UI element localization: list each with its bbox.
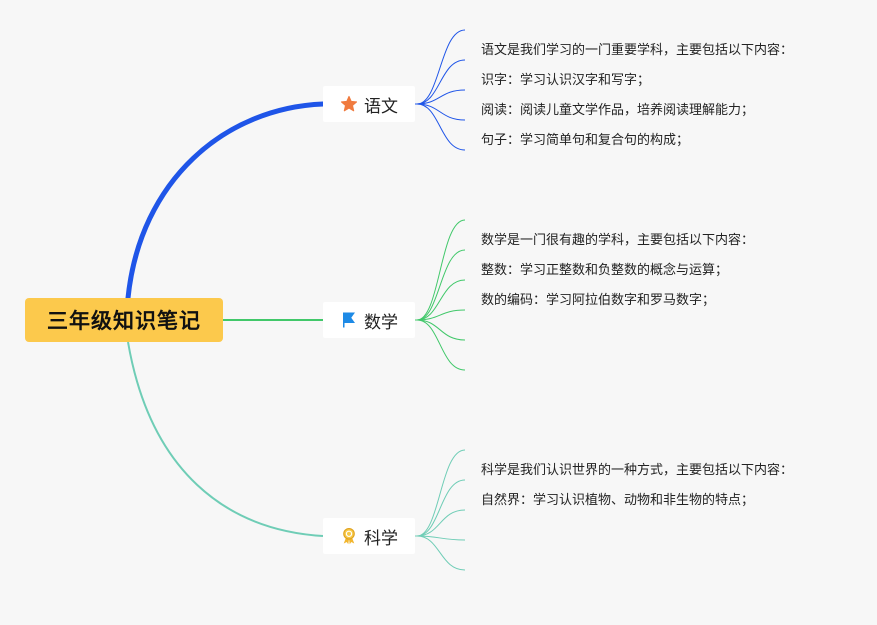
central-topic[interactable]: 三年级知识笔记 [25,298,223,342]
leaf-text[interactable]: 阅读：阅读儿童文学作品，培养阅读理解能力； [481,103,755,118]
root-link-chinese [125,101,326,301]
leaf-connector [416,319,466,341]
leaf-connector [416,103,466,151]
leaf-connector [416,449,466,537]
leaf-connector [416,535,466,571]
leaf-text[interactable]: 语文是我们学习的一门重要学科，主要包括以下内容： [481,43,794,58]
leaf-text[interactable]: 数学是一门很有趣的学科，主要包括以下内容： [481,233,755,248]
leaf-links-chinese [415,29,466,151]
leaf-links-math [415,219,466,371]
topic-science[interactable]: 科学 [323,518,415,554]
medal-icon [343,527,355,545]
leaf-connector [416,89,466,105]
topic-label: 数学 [364,312,398,333]
star-icon [340,95,358,112]
leaf-connector [416,319,466,371]
topic-chinese[interactable]: 语文 [323,86,415,122]
leaf-connector [416,309,466,321]
leaf-connector [416,59,466,105]
leaf-connector [416,479,466,537]
leaf-connector [416,535,466,541]
leaf-text[interactable]: 句子：学习简单句和复合句的构成； [481,133,690,148]
leaf-connector [416,29,466,105]
leaf-connector [416,279,466,321]
topic-label: 语文 [364,96,398,117]
topic-label: 科学 [364,528,398,549]
leaf-connector [416,219,466,321]
leaf-connector [416,103,466,121]
topic-math[interactable]: 数学 [323,302,415,338]
leaf-text[interactable]: 科学是我们认识世界的一种方式，主要包括以下内容： [481,463,794,478]
central-topic-label: 三年级知识笔记 [47,309,201,333]
leaf-text[interactable]: 自然界：学习认识植物、动物和非生物的特点； [481,493,755,508]
root-link-science [127,341,324,537]
leaf-text[interactable]: 识字：学习认识汉字和写字； [481,73,651,88]
leaf-connector [416,509,466,537]
leaf-links-science [415,449,466,571]
leaf-text[interactable]: 数的编码：学习阿拉伯数字和罗马数字； [481,293,716,308]
leaf-connector [416,249,466,321]
leaf-text[interactable]: 整数：学习正整数和负整数的概念与运算； [481,263,729,278]
flag-icon [343,312,355,328]
